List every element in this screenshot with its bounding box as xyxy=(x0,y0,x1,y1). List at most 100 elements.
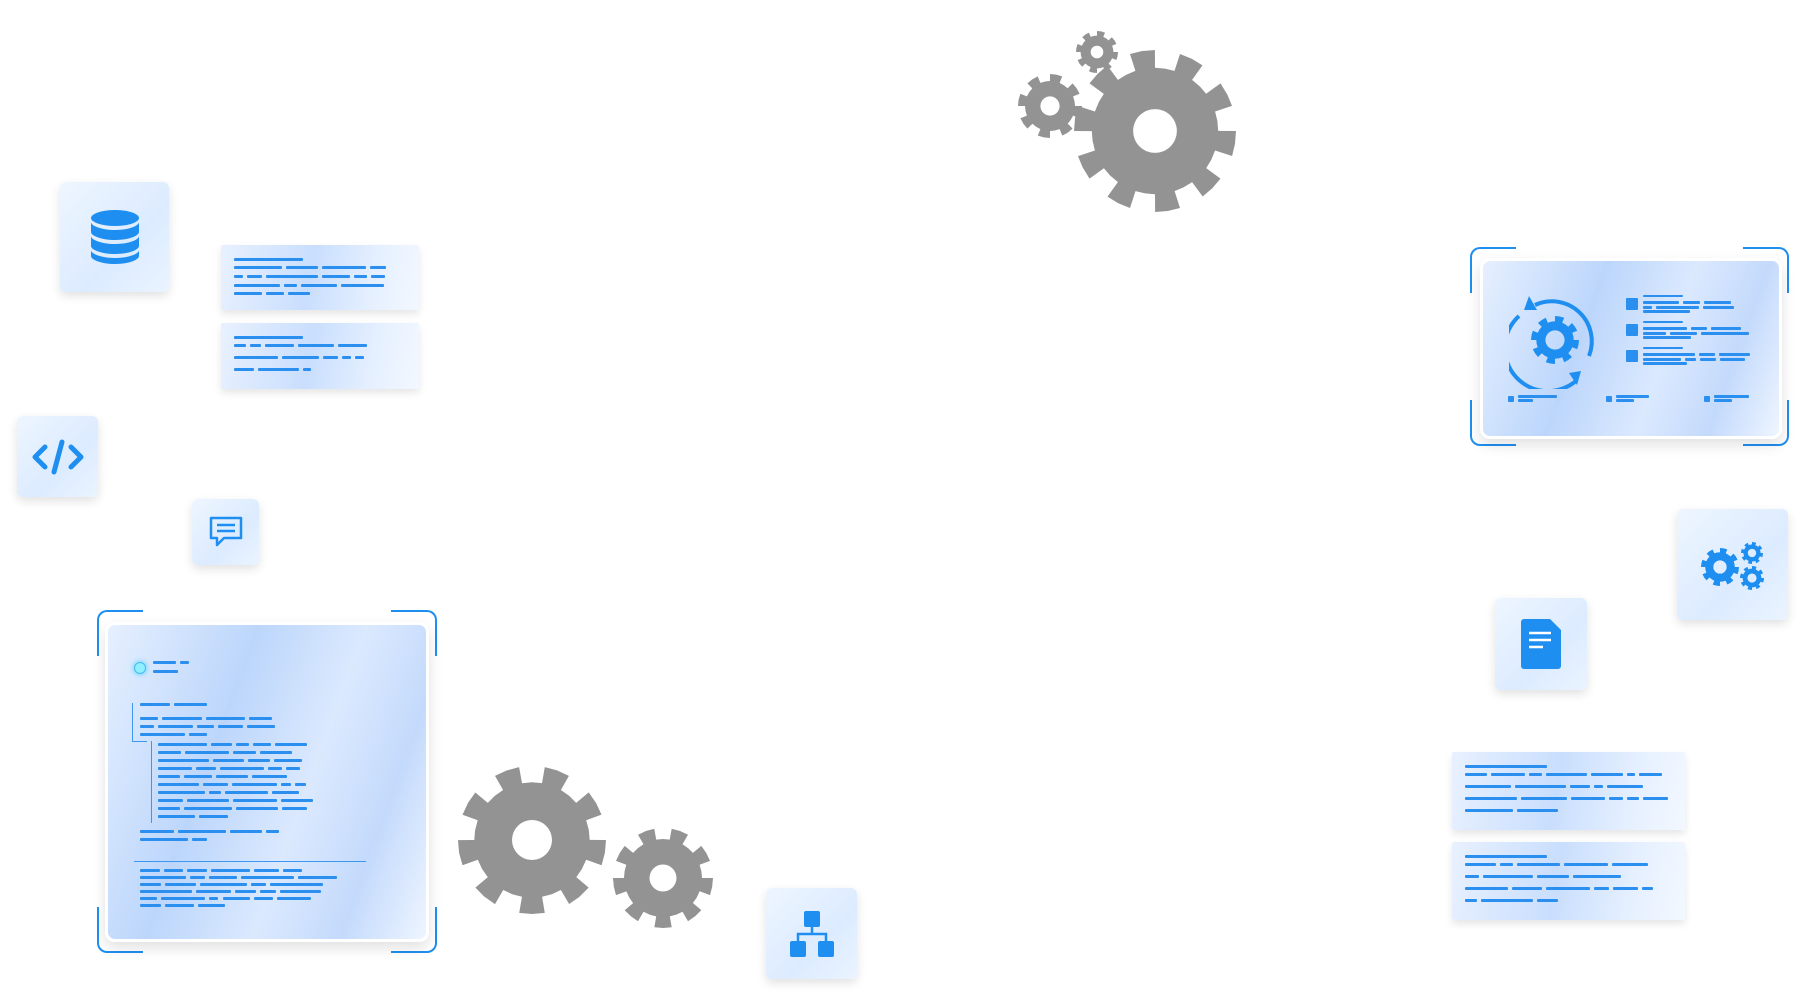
text-line xyxy=(158,743,207,746)
tree-line xyxy=(151,741,152,823)
text-line xyxy=(370,266,386,269)
text-line xyxy=(216,775,249,778)
text-line xyxy=(1701,331,1749,335)
text-line xyxy=(1528,773,1543,776)
text-line xyxy=(1616,399,1634,402)
text-line xyxy=(219,767,265,770)
list-bullet xyxy=(1626,324,1638,336)
text-line xyxy=(163,869,184,872)
text-line xyxy=(284,283,297,287)
text-line xyxy=(222,897,250,900)
text-line xyxy=(1718,353,1750,356)
text-line xyxy=(280,799,314,802)
text-line xyxy=(158,791,205,794)
text-line xyxy=(234,266,282,269)
text-card xyxy=(221,245,419,310)
text-line xyxy=(140,838,188,841)
text-line xyxy=(234,258,304,261)
text-line xyxy=(234,890,256,893)
text-line xyxy=(1612,887,1639,890)
text-line xyxy=(252,743,272,746)
chat-tile xyxy=(192,499,259,565)
sitemap-tile xyxy=(766,888,857,979)
text-line xyxy=(341,356,352,359)
text-line xyxy=(153,670,178,673)
text-line xyxy=(1517,809,1559,812)
text-line xyxy=(253,897,273,900)
text-line xyxy=(259,890,277,893)
code-icon xyxy=(32,439,83,474)
text-line xyxy=(140,733,185,736)
text-line xyxy=(236,743,249,746)
text-line xyxy=(1643,331,1667,335)
text-line xyxy=(195,890,231,893)
text-line xyxy=(1643,305,1653,309)
text-line xyxy=(1616,395,1649,398)
text-line xyxy=(234,292,263,296)
legend-bullet xyxy=(1606,396,1612,402)
text-line xyxy=(250,344,261,347)
text-line xyxy=(1699,357,1717,361)
text-line xyxy=(140,876,186,879)
text-line xyxy=(1500,863,1513,866)
text-line xyxy=(1642,887,1653,890)
text-line xyxy=(140,890,192,893)
text-line xyxy=(179,661,189,664)
text-line xyxy=(1569,785,1591,788)
gears-icon xyxy=(1700,541,1764,590)
text-line xyxy=(1465,765,1547,768)
document-tile xyxy=(1495,598,1587,690)
gear-icon xyxy=(1740,541,1763,564)
text-line xyxy=(231,783,278,786)
text-line xyxy=(1490,773,1525,776)
text-line xyxy=(197,904,225,907)
text-line xyxy=(1643,336,1691,339)
text-line xyxy=(1546,887,1590,890)
legend-bullet xyxy=(1704,396,1710,402)
text-line xyxy=(269,883,323,886)
text-line xyxy=(158,775,181,778)
text-line xyxy=(235,807,279,810)
text-line xyxy=(1684,357,1696,361)
text-line xyxy=(140,904,162,907)
text-line xyxy=(246,274,262,278)
text-line xyxy=(234,274,243,278)
text-line xyxy=(183,807,232,810)
text-line xyxy=(273,759,303,762)
text-line xyxy=(1703,305,1735,309)
text-line xyxy=(1465,855,1547,858)
text-line xyxy=(257,368,299,371)
text-line xyxy=(209,897,219,900)
text-line xyxy=(158,725,194,728)
text-line xyxy=(140,897,157,900)
text-line xyxy=(248,759,270,762)
text-line xyxy=(265,830,280,833)
settings-panel xyxy=(1480,258,1782,439)
text-line xyxy=(1643,327,1688,330)
text-line xyxy=(140,725,155,728)
text-line xyxy=(1643,353,1696,356)
text-line xyxy=(1643,310,1691,313)
divider xyxy=(134,861,366,862)
text-line xyxy=(184,751,229,754)
text-line xyxy=(1608,797,1623,800)
text-line xyxy=(1536,899,1559,902)
text-line xyxy=(158,759,209,762)
text-line xyxy=(203,783,228,786)
text-line xyxy=(1465,773,1487,776)
text-line xyxy=(158,751,181,754)
text-line xyxy=(276,897,312,900)
text-line xyxy=(208,791,221,794)
text-line xyxy=(234,283,281,287)
text-line xyxy=(1563,863,1609,866)
text-line xyxy=(341,283,385,287)
text-line xyxy=(1670,331,1698,335)
text-line xyxy=(234,336,304,339)
text-line xyxy=(1643,347,1683,349)
text-card xyxy=(221,323,419,389)
text-line xyxy=(1518,399,1534,402)
text-line xyxy=(234,356,279,359)
text-line xyxy=(280,890,322,893)
text-line xyxy=(1683,301,1701,304)
text-line xyxy=(206,717,245,720)
